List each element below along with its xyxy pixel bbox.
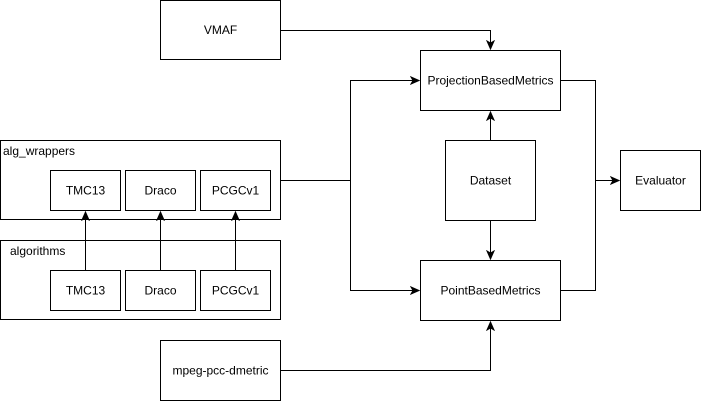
vmaf-box[interactable]: VMAF: [160, 0, 281, 60]
wrapper-pcgcv1-box[interactable]: PCGCv1: [200, 170, 271, 211]
point-based-metrics-box[interactable]: PointBasedMetrics: [420, 260, 561, 321]
edge-wrappers-to-point: [350, 180, 419, 291]
edge-wrappers-to-projection: [280, 81, 419, 181]
algo-draco-box[interactable]: Draco: [125, 270, 196, 311]
dataset-box[interactable]: Dataset: [445, 140, 536, 221]
mpeg-pcc-dmetric-label: mpeg-pcc-dmetric: [172, 364, 268, 378]
edge-vmaf-to-projection: [280, 30, 491, 49]
algo-pcgcv1-label: PCGCv1: [212, 284, 260, 298]
algo-draco-label: Draco: [144, 284, 176, 298]
wrapper-tmc13-box[interactable]: TMC13: [50, 170, 121, 211]
algo-pcgcv1-box[interactable]: PCGCv1: [200, 270, 271, 311]
vmaf-label: VMAF: [204, 23, 237, 37]
algo-tmc13-box[interactable]: TMC13: [50, 270, 121, 311]
mpeg-pcc-dmetric-box[interactable]: mpeg-pcc-dmetric: [160, 340, 281, 401]
projection-based-metrics-label: ProjectionBasedMetrics: [427, 74, 553, 88]
alg-wrappers-label: alg_wrappers: [3, 144, 75, 158]
point-based-metrics-label: PointBasedMetrics: [440, 284, 540, 298]
wrapper-draco-label: Draco: [144, 184, 176, 198]
connectors: [86, 30, 619, 371]
edge-dmetric-to-point: [280, 323, 491, 371]
algorithms-label: algorithms: [10, 244, 65, 258]
algo-tmc13-label: TMC13: [66, 284, 106, 298]
projection-based-metrics-box[interactable]: ProjectionBasedMetrics: [420, 50, 561, 111]
evaluator-box[interactable]: Evaluator: [620, 150, 701, 211]
wrapper-tmc13-label: TMC13: [66, 184, 106, 198]
dataset-label: Dataset: [470, 174, 512, 188]
edge-point-to-evaluator: [560, 180, 596, 291]
wrapper-draco-box[interactable]: Draco: [125, 170, 196, 211]
edge-projection-to-evaluator: [560, 80, 619, 181]
evaluator-label: Evaluator: [635, 174, 686, 188]
wrapper-pcgcv1-label: PCGCv1: [212, 184, 260, 198]
